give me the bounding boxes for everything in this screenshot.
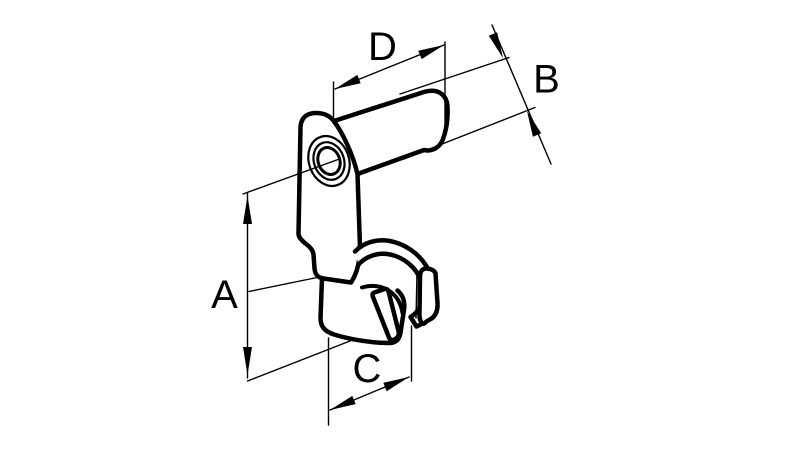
dimension-b-extension-bottom bbox=[403, 106, 536, 160]
dimension-b-arrow-top bbox=[488, 32, 503, 58]
part-clip-tab-right bbox=[417, 266, 440, 326]
dimension-d-arrow-left bbox=[335, 74, 361, 89]
hole-ring-middle bbox=[312, 141, 346, 181]
part-tube-rim-edge bbox=[360, 283, 405, 315]
dimension-c-arrow-right bbox=[383, 377, 409, 392]
clip-tab-right-fold-line bbox=[415, 271, 418, 319]
dimension-d: D bbox=[332, 25, 446, 137]
dimension-b-arrow-bottom bbox=[527, 111, 542, 137]
hole-ring-inner bbox=[316, 146, 342, 176]
part-cylinder-boss bbox=[331, 88, 450, 177]
dimension-label-b: B bbox=[533, 58, 560, 102]
dimension-a: A bbox=[211, 158, 351, 382]
dimension-b: B bbox=[399, 24, 560, 165]
dimension-b-line bbox=[491, 24, 552, 165]
dimension-d-arrow-right bbox=[418, 45, 444, 60]
dimension-label-c: C bbox=[353, 347, 382, 391]
hole-ring-outer bbox=[307, 134, 351, 188]
dimension-c-arrow-left bbox=[330, 395, 356, 410]
dimension-a-arrow-bottom bbox=[243, 347, 252, 375]
hole-rings bbox=[307, 134, 351, 188]
plate-corner-projection-line bbox=[248, 275, 323, 293]
dimension-a-arrow-top bbox=[243, 196, 252, 224]
dimension-label-a: A bbox=[211, 273, 238, 317]
dimension-label-d: D bbox=[368, 25, 397, 69]
dimension-a-extension-bottom bbox=[246, 340, 351, 382]
dimension-b-extension-top bbox=[399, 56, 510, 95]
dimension-c: C bbox=[327, 325, 413, 426]
part-clip-band bbox=[352, 238, 437, 329]
dimension-a-extension-top bbox=[242, 158, 339, 195]
